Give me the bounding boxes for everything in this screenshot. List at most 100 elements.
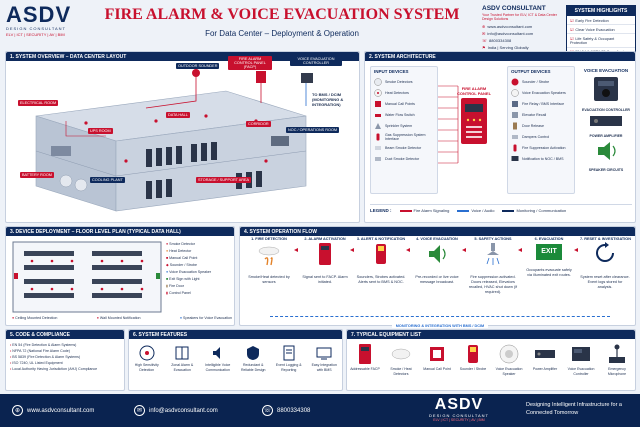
- output-item: Fire Suppression Activation: [508, 142, 574, 153]
- monitoring-label: MONITORING & INTEGRATION WITH BMS / DCIM: [391, 324, 489, 328]
- flow-step-5: 5. SAFETY ACTIONS Fire suppression activ…: [468, 237, 518, 295]
- output-item: Sounder / Strobe: [508, 76, 574, 87]
- door-icon: [511, 122, 519, 130]
- zone-icon: [175, 346, 189, 360]
- label-outdoor-sounder: OUTDOOR SOUNDER: [176, 63, 220, 69]
- legend-item: Monitoring / Communication: [502, 208, 566, 213]
- footer-website[interactable]: ⊕www.asdvconsultant.com: [12, 405, 94, 416]
- label-noc: NOC / OPERATIONS ROOM: [286, 127, 340, 133]
- label-facp: FIRE ALARM CONTROL PANEL (FACP): [228, 56, 272, 70]
- input-label: Duct Smoke Detector: [385, 156, 420, 161]
- phone-icon: ☏: [262, 405, 273, 416]
- input-item: Sprinkler System: [371, 120, 437, 131]
- logo-subtitle: DESIGN CONSULTANT: [6, 26, 66, 31]
- evacuation-controller-icon: [594, 77, 618, 101]
- output-item: Notification to NOC / BMS: [508, 153, 574, 164]
- elevator-icon: [511, 111, 519, 119]
- equipment-item: Sounder / Strobe: [456, 343, 490, 376]
- step-desc: System reset after clearance. Event logs…: [580, 275, 630, 289]
- flow-arrows: [294, 248, 578, 252]
- step-title: 3. ALERT & NOTIFICATION: [356, 237, 406, 241]
- globe-icon: ⊕: [12, 405, 23, 416]
- feature-item: Event Logging & Reporting: [274, 345, 304, 372]
- step-desc: Pre-recorded or live voice message broad…: [415, 275, 459, 284]
- label-electrical-room: ELECTRICAL ROOM: [18, 100, 59, 106]
- input-item: Water Flow Switch: [371, 109, 437, 120]
- mail-icon: ✉: [134, 405, 145, 416]
- highlights-title: SYSTEM HIGHLIGHTS: [567, 6, 635, 16]
- feature-item: Zonal Alarm & Evacuation: [167, 345, 197, 372]
- features-title: 6. SYSTEM FEATURES: [129, 330, 342, 339]
- step-desc: Occupants evacuate safely via illuminate…: [526, 268, 572, 277]
- footer-tagline: Designing Intelligent Infrastructure for…: [526, 402, 622, 416]
- label-data-hall: DATA HALL: [166, 112, 190, 118]
- logo-tags: ELV | ICT | SECURITY | AV | BIM: [6, 32, 65, 37]
- flow-step-2: 2. ALARM ACTIVATION Signal sent to FACP.…: [300, 237, 350, 285]
- equipment-list: Addressable FACP Smoke / Heat Detectors …: [347, 339, 635, 376]
- highlight-item: Life Safety & Occupant Protection: [567, 34, 635, 48]
- label-battery-room: BATTERY ROOM: [20, 172, 54, 178]
- step-title: 6. EVACUATION: [534, 237, 564, 241]
- deployment-title: 3. DEVICE DEPLOYMENT – FLOOR LEVEL PLAN …: [6, 227, 234, 236]
- company-website[interactable]: www.asdvconsultant.com: [487, 24, 533, 29]
- monitoring-bar: MONITORING & INTEGRATION WITH BMS / DCIM: [270, 316, 610, 335]
- label-cooling-plant: COOLING PLANT: [90, 177, 125, 183]
- damper-icon: [511, 133, 519, 141]
- output-devices: OUTPUT DEVICES Sounder / Strobe Voice Ev…: [507, 66, 575, 194]
- equipment-item: Voice Evacuation Controller: [564, 343, 598, 376]
- footer-logo-tags: ELV | ICT | SECURITY | AV | BIM: [433, 418, 485, 422]
- mount-type: ● Speakers for Voice Evacuation: [179, 316, 232, 320]
- shield-icon: [247, 346, 260, 360]
- footer-logo: ASDV DESIGN CONSULTANT ELV | ICT | SECUR…: [418, 397, 500, 423]
- input-label: Beam Smoke Detector: [385, 145, 422, 150]
- equipment-title: 7. TYPICAL EQUIPMENT LIST: [347, 330, 635, 339]
- equipment-item: Manual Call Point: [420, 343, 454, 376]
- company-name: ASDV CONSULTANT: [482, 5, 546, 12]
- input-label: Heat Detectors: [385, 90, 409, 95]
- detector-icon: [391, 348, 411, 360]
- company-email[interactable]: info@asdvconsultant.com: [487, 31, 534, 36]
- logo-text: ASDV: [6, 2, 72, 27]
- floor-plan: [12, 241, 162, 313]
- speaker-icon: [429, 245, 446, 263]
- controller-icon: [572, 347, 590, 361]
- input-title: INPUT DEVICES: [374, 69, 409, 74]
- company-phone[interactable]: 8800334308: [489, 38, 512, 43]
- flow-step-4: 4. VOICE EVACUATION Pre-recorded or live…: [412, 237, 462, 285]
- sprinkler-icon: [486, 243, 500, 265]
- equipment-panel: 7. TYPICAL EQUIPMENT LIST Addressable FA…: [346, 329, 636, 391]
- equipment-item: Emergency Microphone: [600, 343, 634, 376]
- label-bms: TO BMS / DCIM (MONITORING & INTEGRATION): [312, 92, 344, 107]
- output-item: Dampers Control: [508, 131, 574, 142]
- heat-detector-icon: [374, 88, 382, 97]
- footer-phone[interactable]: ☏8800334308: [262, 405, 310, 416]
- footer-email[interactable]: ✉info@asdvconsultant.com: [134, 405, 218, 416]
- exit-sign-icon: EXIT: [536, 244, 562, 260]
- sensitivity-icon: [139, 345, 155, 361]
- architecture-panel: 2. SYSTEM ARCHITECTURE INPUT DEVICES Smo…: [364, 51, 636, 223]
- flow-step-7: 7. RESET & INVESTIGATION System reset af…: [580, 237, 631, 290]
- deploy-legend-item: ▮ Control Panel: [166, 291, 191, 295]
- output-item: Fire Relay / BMS Interface: [508, 98, 574, 109]
- input-label: Smoke Detectors: [385, 79, 413, 84]
- deploy-legend-item: ■ Manual Call Point: [166, 256, 198, 260]
- output-item: Door Release: [508, 120, 574, 131]
- compliance-item: EN 54 (Fire Detection & Alarm Systems): [10, 342, 120, 348]
- brand-logo: ASDV DESIGN CONSULTANT ELV | ICT | SECUR…: [6, 2, 86, 38]
- compliance-panel: 5. CODE & COMPLIANCE EN 54 (Fire Detecti…: [5, 329, 125, 391]
- compliance-item: BS 5839 (Fire Detection & Alarm Systems): [10, 354, 120, 360]
- output-label: Elevator Recall: [522, 112, 547, 117]
- voice-evacuation-column: VOICE EVACUATION EVACUATION CONTROLLER P…: [579, 66, 633, 194]
- input-label: Gas Suppression System Interface: [385, 132, 426, 141]
- flow-step-6: 6. EVACUATION EXIT Occupants evacuate sa…: [524, 237, 574, 278]
- equipment-item: Addressable FACP: [348, 343, 382, 376]
- input-devices: INPUT DEVICES Smoke Detectors Heat Detec…: [370, 66, 438, 194]
- highlight-item: Clear Voice Evacuation: [567, 25, 635, 35]
- output-item: Elevator Recall: [508, 109, 574, 120]
- input-label: Sprinkler System: [385, 123, 413, 128]
- facp-block: FIRE ALARM CONTROL PANEL: [455, 86, 493, 151]
- voice-item: SPEAKER CIRCUITS: [588, 168, 624, 172]
- monitor-icon: [511, 155, 519, 163]
- step-desc: Smoke/Heat detected by sensors: [248, 275, 290, 284]
- voice-item: POWER AMPLIFIER: [589, 134, 623, 138]
